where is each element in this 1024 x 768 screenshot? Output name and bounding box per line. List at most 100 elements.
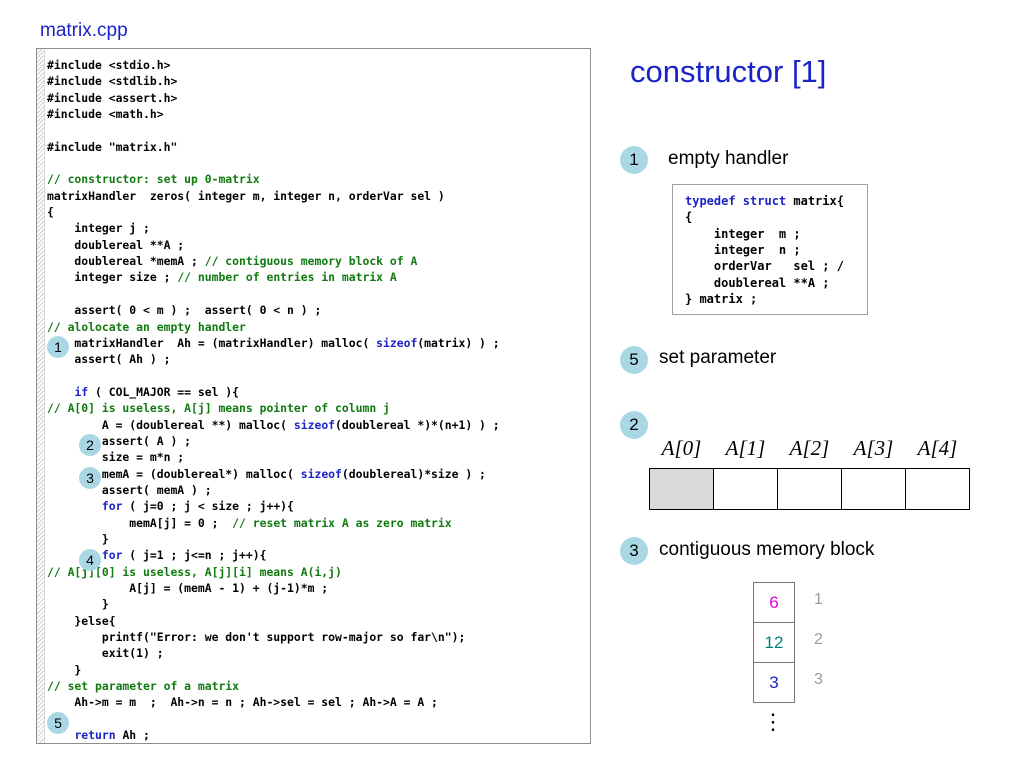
code-text: A = (doublereal **) malloc( — [47, 417, 294, 432]
memory-cell: 6 — [753, 582, 795, 623]
struct-code-line: } matrix ; — [685, 291, 844, 307]
code-line: A[j] = (memA - 1) + (j-1)*m ; — [47, 580, 500, 596]
code-text: } — [47, 597, 109, 612]
code-text: A[j] = (memA - 1) + (j-1)*m ; — [47, 581, 329, 595]
file-title: matrix.cpp — [40, 20, 128, 41]
slide-title: constructor [1] — [630, 54, 827, 89]
code-keyword: sizeof — [300, 466, 342, 481]
code-line — [47, 286, 500, 302]
code-text: printf("Error: we don't support row-majo… — [47, 630, 466, 645]
pointer-label: A[1] — [725, 436, 766, 460]
code-text: doublereal **A ; — [47, 237, 185, 252]
pointer-label: A[4] — [917, 436, 958, 460]
code-text: assert( memA ) ; — [47, 482, 212, 497]
code-line: // A[j][0] is useless, A[j][i] means A(i… — [47, 564, 500, 580]
pointer-label: A[0] — [661, 436, 702, 460]
code-text: #include <stdlib.h> — [47, 74, 178, 89]
code-line: } — [47, 596, 500, 612]
code-line: assert( 0 < m ) ; assert( 0 < n ) ; — [47, 302, 500, 318]
struct-code-line: { — [685, 209, 844, 225]
code-step-badge: 4 — [79, 548, 101, 571]
code-line: return Ah ; — [47, 727, 500, 743]
code-comment: // number of entries in matrix A — [177, 270, 397, 285]
code-text: #include <stdio.h> — [47, 58, 171, 72]
empty-handler-badge: 1 — [620, 146, 648, 174]
code-text: assert( 0 < m ) ; assert( 0 < n ) ; — [47, 303, 322, 318]
code-text: { — [685, 210, 693, 225]
code-text: } — [47, 531, 109, 546]
code-text: ( COL_MAJOR == sel ){ — [88, 384, 240, 399]
code-text: matrixHandler Ah = (matrixHandler) mallo… — [47, 335, 377, 350]
struct-code-line: doublereal **A ; — [685, 275, 844, 291]
code-line: integer j ; — [47, 220, 500, 236]
code-text: ( j=1 ; j<=n ; j++){ — [122, 548, 267, 563]
code-line — [47, 155, 500, 171]
pointer-label: A[2] — [789, 436, 830, 460]
code-keyword: sizeof — [376, 335, 418, 350]
code-line: doublereal **A ; — [47, 237, 500, 253]
code-line: } — [47, 531, 500, 547]
code-line: memA[j] = 0 ; // reset matrix A as zero … — [47, 515, 500, 531]
code-line: if ( COL_MAJOR == sel ){ — [47, 384, 500, 400]
code-comment: // constructor: set up 0-matrix — [47, 172, 260, 187]
code-line: #include <assert.h> — [47, 90, 500, 106]
code-text: integer j ; — [47, 221, 150, 236]
code-listing: #include <stdio.h>#include <stdlib.h>#in… — [47, 57, 500, 744]
code-line: #include <stdlib.h> — [47, 73, 500, 89]
code-line: #include <stdio.h> — [47, 57, 500, 73]
code-text: size = m*n ; — [47, 450, 185, 465]
code-text: #include <math.h> — [47, 107, 164, 122]
code-line — [47, 368, 500, 384]
code-text: #include "matrix.h" — [47, 139, 178, 154]
code-keyword: for — [101, 499, 123, 514]
code-keyword: sizeof — [293, 417, 336, 432]
code-text: integer n ; — [685, 243, 801, 258]
code-line: } — [47, 743, 500, 744]
code-text: memA = (doublereal*) malloc( — [47, 466, 301, 481]
code-comment: // contiguous memory block of A — [204, 254, 418, 269]
code-text: (doublereal)*size ) ; — [341, 466, 486, 481]
code-line: doublereal *memA ; // contiguous memory … — [47, 253, 500, 269]
pointer-array-badge: 2 — [620, 411, 648, 439]
code-line — [47, 122, 500, 138]
code-text: Ah ; — [115, 728, 150, 743]
code-text: integer size ; — [47, 270, 178, 285]
set-parameter-badge: 5 — [620, 346, 648, 374]
pointer-cell — [713, 468, 778, 510]
code-text: exit(1) ; — [47, 646, 164, 661]
code-text: Ah->m = m ; Ah->n = n ; Ah->sel = sel ; … — [47, 695, 438, 710]
struct-code-line: integer n ; — [685, 242, 844, 258]
code-text: matrixHandler zeros( integer m, integer … — [47, 188, 445, 203]
code-line: #include <math.h> — [47, 106, 500, 122]
code-line: Ah->m = m ; Ah->n = n ; Ah->sel = sel ; … — [47, 694, 500, 710]
struct-code-line: orderVar sel ; / — [685, 258, 844, 274]
code-text: #include <assert.h> — [47, 90, 178, 105]
code-keyword: if — [74, 384, 89, 399]
memory-cell: 3 — [753, 662, 795, 703]
memory-block-badge: 3 — [620, 537, 648, 565]
code-comment: // A[j][0] is useless, A[j][i] means A(i… — [47, 564, 342, 579]
pointer-cell — [777, 468, 842, 510]
empty-handler-label: empty handler — [668, 148, 789, 169]
code-line: matrixHandler zeros( integer m, integer … — [47, 188, 500, 204]
code-line: // A[0] is useless, A[j] means pointer o… — [47, 400, 500, 416]
code-text — [47, 385, 74, 399]
set-parameter-label: set parameter — [659, 347, 777, 368]
code-text: doublereal **A ; — [685, 275, 830, 290]
pointer-cell — [905, 468, 970, 510]
code-panel: #include <stdio.h>#include <stdlib.h>#in… — [36, 48, 591, 744]
code-text: ( j=0 ; j < size ; j++){ — [122, 499, 294, 514]
code-line: #include "matrix.h" — [47, 139, 500, 155]
code-line: memA = (doublereal*) malloc( sizeof(doub… — [47, 466, 500, 482]
code-line: assert( A ) ; — [47, 433, 500, 449]
code-text: doublereal *memA ; — [47, 254, 205, 269]
pointer-cell — [841, 468, 906, 510]
code-comment: // A[0] is useless, A[j] means pointer o… — [47, 401, 390, 416]
code-keyword: typedef struct — [685, 194, 787, 208]
code-text — [47, 499, 102, 513]
code-line: assert( memA ) ; — [47, 482, 500, 498]
code-text: (matrix) ) ; — [417, 335, 500, 350]
code-keyword: for — [101, 548, 123, 563]
code-keyword: return — [74, 728, 116, 743]
pointer-cell — [649, 468, 714, 510]
